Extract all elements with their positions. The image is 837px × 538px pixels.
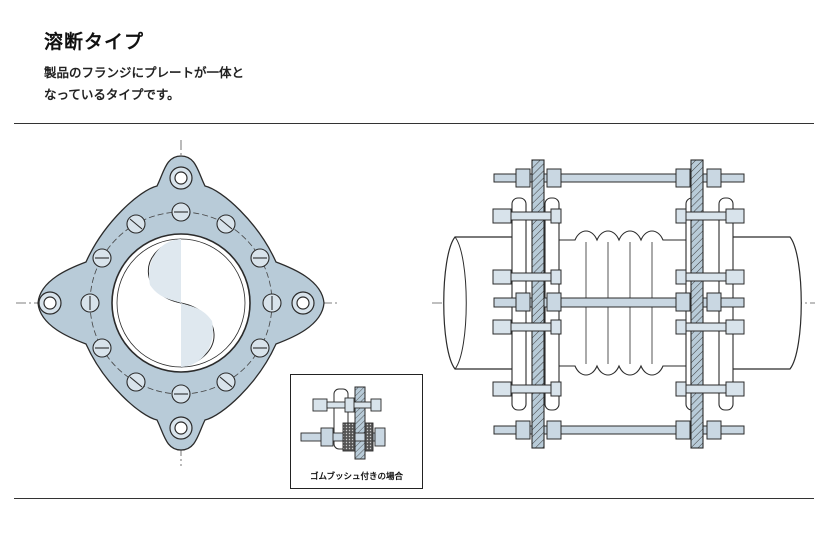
bolt: [216, 214, 236, 234]
joint-side-view: [432, 159, 815, 449]
bolt-left-2: [492, 269, 562, 285]
inset-plate: [354, 386, 366, 460]
inset-upper-bolt: [312, 397, 382, 413]
bolt-right-4: [675, 381, 745, 397]
inset-caption: ゴムブッシュ付きの場合: [310, 472, 403, 482]
tie-rod-bottom: [493, 425, 745, 435]
lug-bolt: [291, 291, 315, 315]
bolt-right-2: [675, 269, 745, 285]
description-line-2: なっているタイプです。: [44, 87, 180, 102]
description: 製品のフランジにプレートが一体と なっているタイプです。: [44, 62, 244, 106]
tie-rod-top: [493, 173, 745, 183]
inset-rubber-bush-rod: [300, 422, 386, 452]
right-plate: [690, 159, 704, 449]
bolt: [171, 202, 191, 222]
top-divider: [14, 123, 814, 124]
bolt: [262, 293, 282, 313]
right-pipe: [725, 236, 802, 370]
bolt-left-3: [492, 319, 562, 335]
bolt: [126, 214, 146, 234]
lug-bolt: [169, 416, 193, 440]
bolt: [250, 248, 270, 268]
lug-bolts: [38, 166, 315, 440]
bolt: [126, 372, 146, 392]
flange-front-view: [16, 140, 340, 466]
description-line-1: 製品のフランジにプレートが一体と: [44, 65, 245, 80]
rubber-bush-inset: ゴムブッシュ付きの場合: [290, 374, 423, 489]
flange-bolts-side: [492, 208, 745, 397]
bolt: [92, 338, 112, 358]
inset-drawing: [300, 386, 386, 460]
left-plate: [531, 159, 545, 449]
flange-bolts: [80, 202, 282, 404]
bolt: [92, 248, 112, 268]
bolt-right-1: [675, 208, 745, 224]
tie-rod-middle: [493, 297, 745, 308]
bolt: [171, 384, 191, 404]
lug-bolt: [169, 166, 193, 190]
bottom-divider: [14, 498, 814, 499]
bolt-right-3: [675, 319, 745, 335]
page-title: 溶断タイプ: [44, 31, 145, 53]
bolt: [80, 293, 100, 313]
bolt-left-1: [492, 208, 562, 224]
bolt: [250, 338, 270, 358]
bolt-left-4: [492, 381, 562, 397]
tie-rod-nuts: [515, 168, 722, 440]
tie-rods: [493, 173, 745, 435]
lug-bolt: [38, 291, 62, 315]
bolt: [216, 372, 236, 392]
